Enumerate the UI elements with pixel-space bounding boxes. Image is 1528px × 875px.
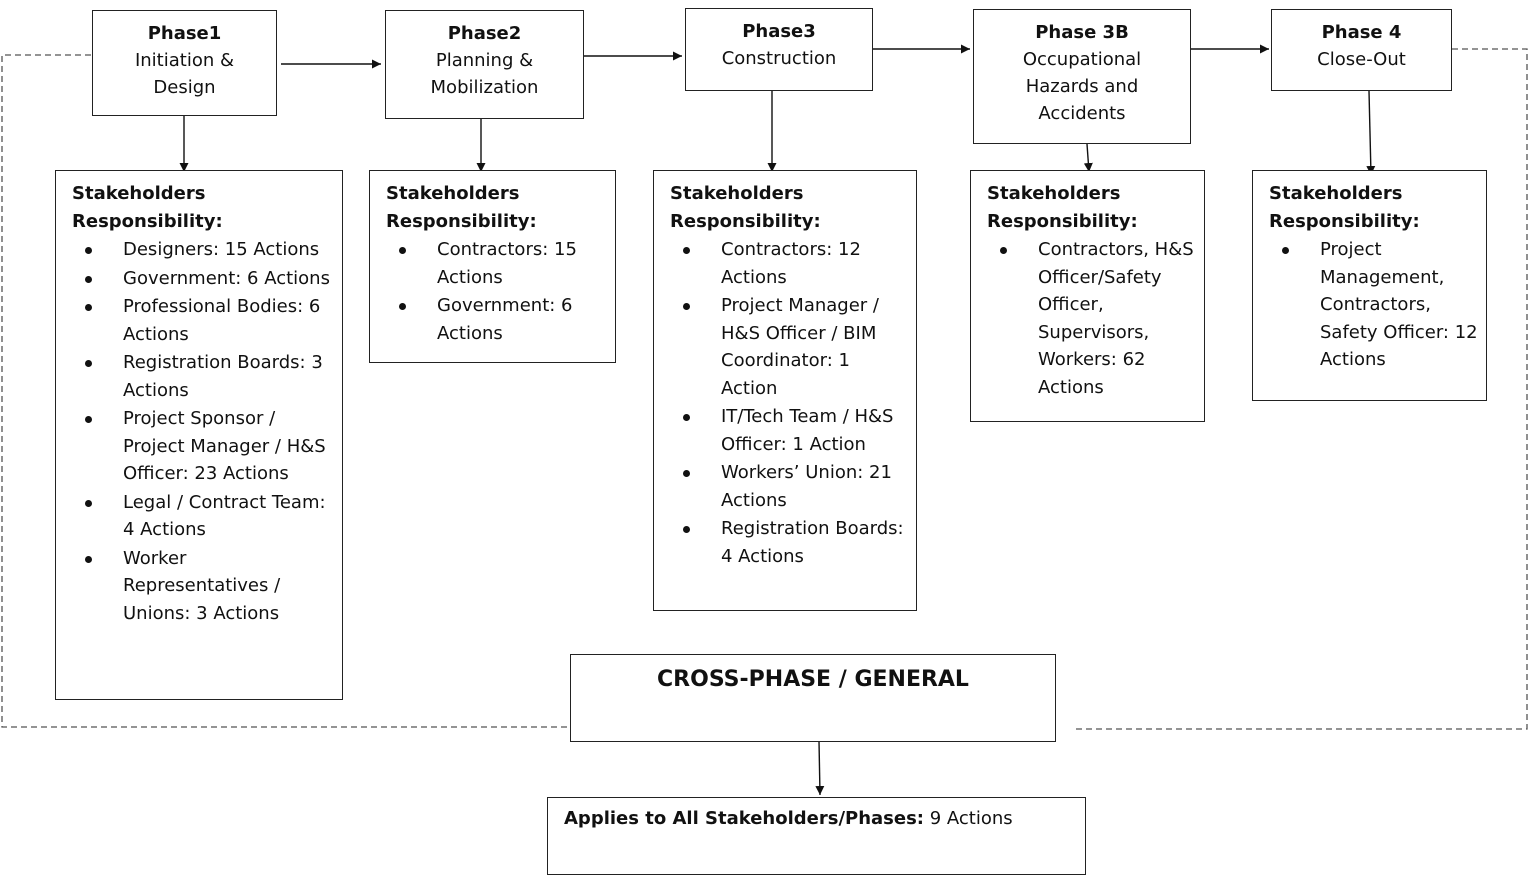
- arrow-cross-to-applies: [815, 740, 825, 796]
- phase-name: Construction: [721, 48, 837, 69]
- list-item: Government: 6 Actions: [386, 292, 607, 347]
- phase-title: Phase1: [147, 23, 222, 44]
- list-item: Contractors, H&S Officer/Safety Officer,…: [987, 236, 1196, 401]
- responsibility-heading: Stakeholders Responsibility:: [670, 183, 821, 232]
- phase-name: Occupational Hazards and Accidents: [1022, 49, 1142, 124]
- list-item: Project Sponsor / Project Manager / H&S …: [72, 405, 334, 488]
- phase-title: Phase 3B: [1035, 22, 1129, 43]
- dashed-loop-right: [1073, 48, 1528, 730]
- cross-phase-title: CROSS-PHASE / GENERAL: [657, 667, 969, 692]
- responsibility-heading: Stakeholders Responsibility:: [386, 183, 537, 232]
- arrow-phase3b-down: [1083, 143, 1093, 173]
- list-item: Contractors: 12 Actions: [670, 236, 908, 291]
- phase-name: Close-Out: [1317, 49, 1406, 70]
- list-item: Contractors: 15 Actions: [386, 236, 607, 291]
- responsibility-box-phase3b: Stakeholders Responsibility: Contractors…: [970, 170, 1205, 422]
- responsibility-heading: Stakeholders Responsibility:: [1269, 183, 1420, 232]
- list-item: Legal / Contract Team: 4 Actions: [72, 489, 334, 544]
- list-item: Project Manager / H&S Officer / BIM Coor…: [670, 292, 908, 402]
- list-item: Project Management, Contractors, Safety …: [1269, 236, 1478, 374]
- responsibility-list: Contractors: 15 Actions Government: 6 Ac…: [386, 236, 607, 347]
- responsibility-list: Project Management, Contractors, Safety …: [1269, 236, 1478, 374]
- applies-value: 9 Actions: [924, 808, 1013, 829]
- phase-box-2: Phase2 Planning & Mobilization: [385, 10, 584, 119]
- phase-box-1: Phase1 Initiation & Design: [92, 10, 277, 116]
- arrow-phase4-down: [1366, 90, 1376, 176]
- responsibility-list: Contractors: 12 Actions Project Manager …: [670, 236, 908, 570]
- phase-title: Phase3: [742, 21, 816, 42]
- responsibility-list: Designers: 15 Actions Government: 6 Acti…: [72, 236, 334, 627]
- list-item: Workers’ Union: 21 Actions: [670, 459, 908, 514]
- applies-label: Applies to All Stakeholders/Phases:: [564, 808, 925, 829]
- phase-name: Planning & Mobilization: [430, 50, 539, 98]
- dashed-loop-left: [1, 54, 570, 728]
- responsibility-box-phase2: Stakeholders Responsibility: Contractors…: [369, 170, 616, 363]
- list-item: Government: 6 Actions: [72, 265, 334, 293]
- applies-box: Applies to All Stakeholders/Phases: 9 Ac…: [547, 797, 1086, 875]
- list-item: Worker Representatives / Unions: 3 Actio…: [72, 545, 334, 628]
- phase-title: Phase 4: [1321, 22, 1402, 43]
- responsibility-list: Contractors, H&S Officer/Safety Officer,…: [987, 236, 1196, 401]
- responsibility-box-phase3: Stakeholders Responsibility: Contractors…: [653, 170, 917, 611]
- phase-box-3b: Phase 3B Occupational Hazards and Accide…: [973, 9, 1191, 144]
- list-item: Registration Boards: 3 Actions: [72, 349, 334, 404]
- phase-title: Phase2: [447, 23, 522, 44]
- list-item: Designers: 15 Actions: [72, 236, 334, 264]
- phase-box-3: Phase3 Construction: [685, 8, 873, 91]
- list-item: Professional Bodies: 6 Actions: [72, 293, 334, 348]
- phase-box-4: Phase 4 Close-Out: [1271, 9, 1452, 91]
- responsibility-box-phase1: Stakeholders Responsibility: Designers: …: [55, 170, 343, 700]
- list-item: IT/Tech Team / H&S Officer: 1 Action: [670, 403, 908, 458]
- cross-phase-box: CROSS-PHASE / GENERAL: [570, 654, 1056, 742]
- responsibility-heading: Stakeholders Responsibility:: [72, 183, 223, 232]
- phase-name: Initiation & Design: [134, 50, 235, 98]
- responsibility-box-phase4: Stakeholders Responsibility: Project Man…: [1252, 170, 1487, 401]
- responsibility-heading: Stakeholders Responsibility:: [987, 183, 1138, 232]
- list-item: Registration Boards: 4 Actions: [670, 515, 908, 570]
